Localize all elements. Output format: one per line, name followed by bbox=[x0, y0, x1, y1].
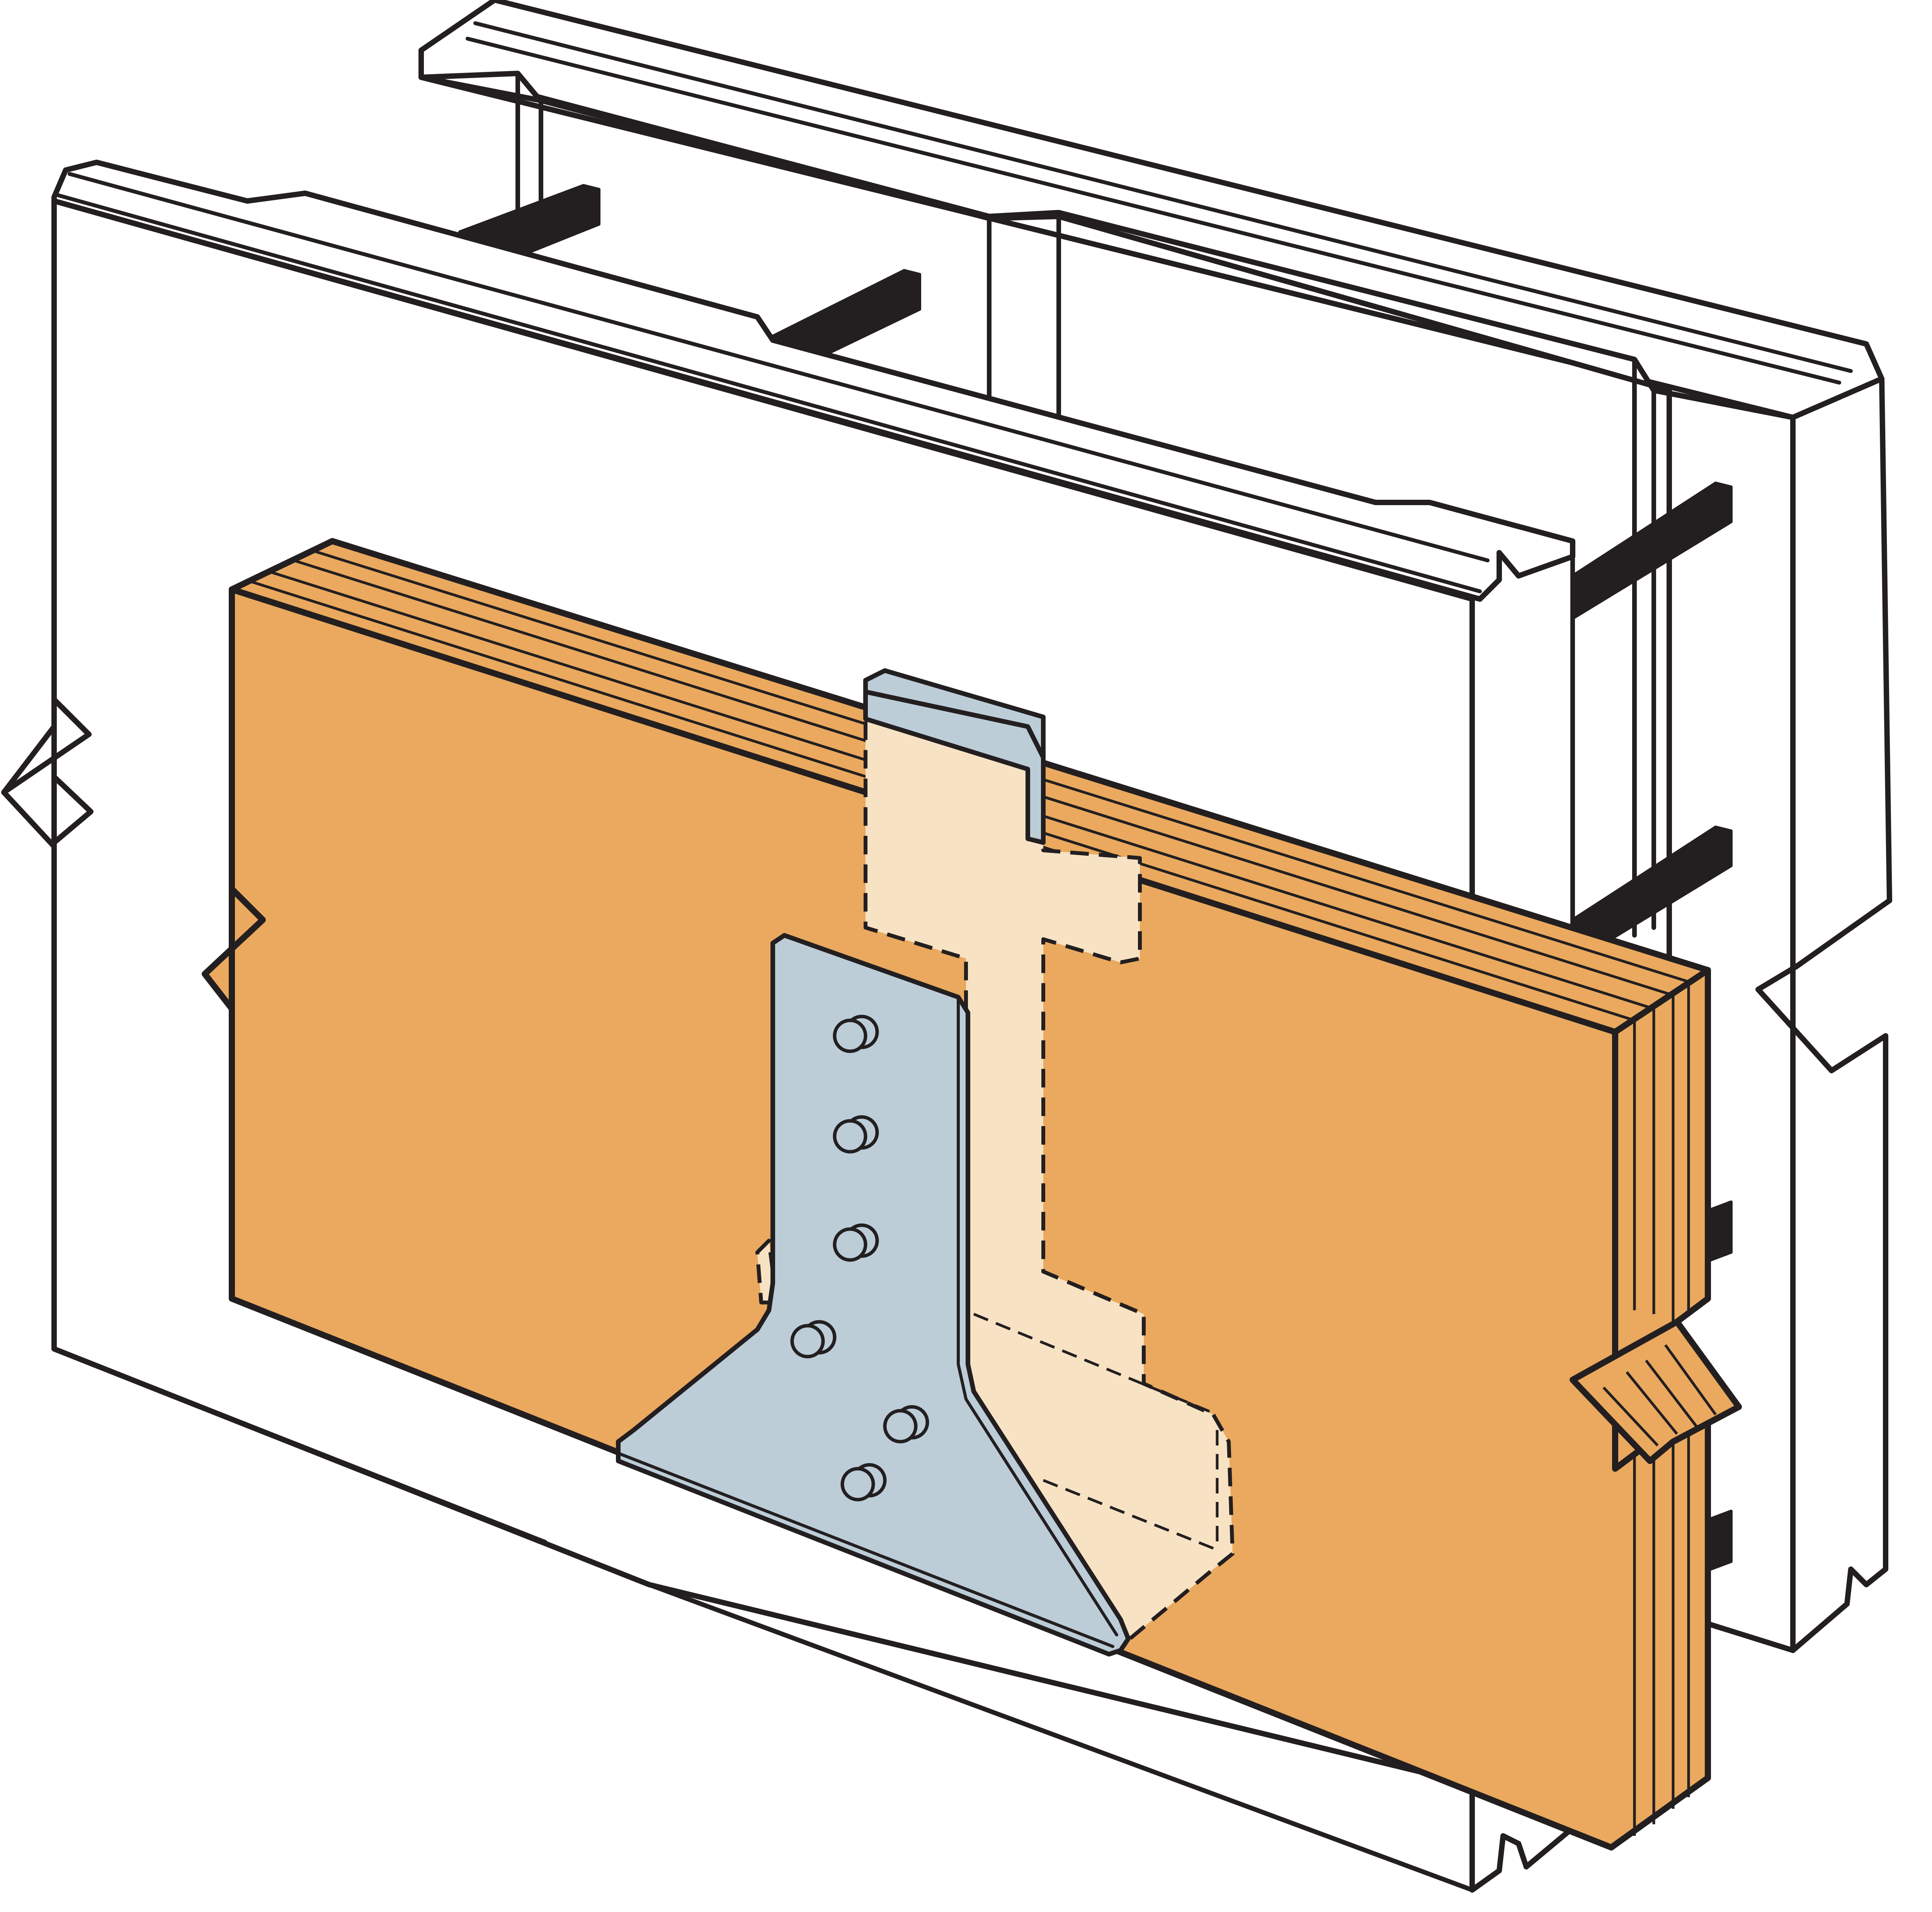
fastener-icon bbox=[883, 1405, 929, 1444]
fastener-icon bbox=[833, 1223, 879, 1262]
beam-break-hatch bbox=[1602, 1344, 1717, 1447]
beam-break-notch bbox=[1570, 1319, 1742, 1464]
front-panel-groove-line bbox=[68, 172, 1490, 562]
back-panel-groove-line-2 bbox=[466, 37, 1841, 385]
back-panel-groove-line bbox=[473, 21, 1853, 373]
hanger-top-flange bbox=[863, 668, 1046, 845]
steel-hanger bbox=[616, 933, 1131, 1657]
fastener-icon bbox=[790, 1320, 837, 1359]
back-foam-panel bbox=[418, 0, 1892, 1653]
front-panel-bottom-line-2 bbox=[647, 1582, 1475, 1892]
fastener-icon bbox=[833, 1015, 879, 1053]
front-panel-groove-line-2 bbox=[56, 193, 1482, 593]
hanger-bend-line bbox=[957, 996, 1118, 1636]
hanger-hidden-line bbox=[973, 1313, 1218, 1416]
beam-left-break bbox=[202, 886, 266, 1012]
hanger-bottom-edge bbox=[617, 1452, 1114, 1648]
front-panel-left-break bbox=[1, 697, 92, 849]
hanger-face-plate bbox=[616, 933, 1131, 1657]
fastener-icon bbox=[840, 1463, 887, 1502]
front-panel-bottom-line bbox=[52, 1347, 547, 1544]
hanger-top-tab-face bbox=[863, 690, 1046, 845]
fastener-icon bbox=[833, 1115, 879, 1154]
hanger-fasteners bbox=[790, 1015, 929, 1502]
hanger-hidden-line bbox=[1043, 1479, 1218, 1551]
back-panel-right-edge bbox=[1755, 376, 1892, 1653]
